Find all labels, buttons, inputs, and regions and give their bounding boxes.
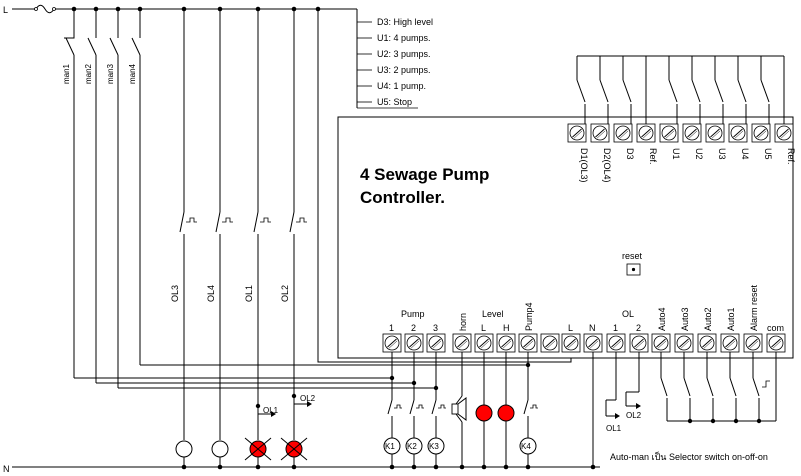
man1-label: man1 (62, 63, 71, 84)
terminal-label: com (767, 323, 784, 333)
reset-button[interactable] (626, 263, 641, 276)
terminal-label: D1(OL3) (579, 148, 589, 183)
terminal-label: U3 (717, 148, 727, 160)
legend-item: U1: 4 pumps. (377, 33, 431, 43)
line-label: L (3, 5, 8, 15)
legend-item: D3: High level (377, 17, 433, 27)
terminal-label: 3 (433, 323, 438, 333)
ol1-output-label: OL1 (606, 424, 622, 433)
terminal-label: Auto4 (657, 307, 667, 331)
terminal-label: Ref. (786, 148, 796, 165)
terminal-label: Auto1 (726, 307, 736, 331)
terminal-label: 1 (613, 323, 618, 333)
contactor-k4: K4 (519, 437, 537, 467)
level-group-label: Level (482, 309, 504, 319)
terminal-label: D3 (625, 148, 635, 160)
terminal-label: U1 (671, 148, 681, 160)
level-switch-inputs (576, 55, 785, 124)
terminal-label: U5 (763, 148, 773, 160)
terminal-label: Alarm reset (749, 284, 759, 331)
selector-note: Auto-man เป็น Selector switch on-off-on (610, 450, 768, 462)
auto-selector-switches (660, 352, 777, 424)
bottom-terminal-strip (382, 333, 786, 353)
manual-switches: man1 man2 man3 man4 (62, 9, 528, 389)
terminal-label: Pump4 (524, 302, 534, 331)
ol2-label: OL2 (280, 285, 290, 302)
terminal-label: D2(OL4) (602, 148, 612, 183)
man4-label: man4 (128, 63, 137, 84)
reset-label: reset (622, 251, 643, 261)
ol-group-label: OL (622, 309, 634, 319)
level-low-lamp (475, 404, 493, 422)
contactor-k1: K1 (383, 437, 401, 467)
terminal-label: H (503, 323, 510, 333)
contactor-k3: K3 (427, 437, 445, 467)
top-terminal-labels: D1(OL3) D2(OL4) D3 Ref. U1 U2 U3 U4 U5 R… (579, 148, 796, 183)
terminal-label: N (589, 323, 596, 333)
terminal-label: horn (458, 313, 468, 331)
lamp-ol3 (175, 440, 193, 467)
level-high-lamp (497, 404, 515, 422)
terminal-label: L (568, 323, 573, 333)
ol2-signal-label: OL2 (300, 394, 316, 403)
neutral-rail: N (3, 464, 600, 474)
overload-branches: OL3 OL4 OL1 OL2 OL1 OL2 (170, 9, 316, 467)
legend-item: U4: 1 pump. (377, 81, 426, 91)
pump-group-label: Pump (401, 309, 425, 319)
ol1-label: OL1 (244, 285, 254, 302)
legend-item: U5: Stop (377, 97, 412, 107)
legend-item: U3: 2 pumps. (377, 65, 431, 75)
bottom-terminal-labels: Pump Level OL 1 2 3 horn L H Pump4 L N 1… (389, 284, 784, 333)
man3-label: man3 (106, 63, 115, 84)
terminal-label: U2 (694, 148, 704, 160)
terminal-label: Auto3 (680, 307, 690, 331)
terminal-label: Ref. (648, 148, 658, 165)
controller: 4 Sewage Pump Controller. reset D1(OL3) … (337, 116, 796, 359)
ol3-label: OL3 (170, 285, 180, 302)
terminal-label: 2 (636, 323, 641, 333)
k4-label: K4 (521, 442, 531, 451)
terminal-label: U4 (740, 148, 750, 160)
k2-label: K2 (407, 442, 417, 451)
lamp-ol4 (211, 440, 229, 467)
terminal-label: 1 (389, 323, 394, 333)
lamp-ol1-alarm (244, 437, 272, 467)
terminal-label: Auto2 (703, 307, 713, 331)
k1-label: K1 (385, 442, 395, 451)
neutral-label: N (3, 464, 10, 474)
contactor-k2: K2 (405, 437, 423, 467)
lamp-ol2-alarm (280, 437, 308, 467)
man2-label: man2 (84, 63, 93, 84)
terminal-label: 2 (411, 323, 416, 333)
line-rail: L (3, 4, 357, 15)
ol4-label: OL4 (206, 285, 216, 302)
controller-title: 4 Sewage Pump (360, 165, 489, 184)
legend: D3: High level U1: 4 pumps. U2: 3 pumps.… (356, 9, 433, 109)
controller-title-line2: Controller. (360, 188, 445, 207)
ol2-output-label: OL2 (626, 411, 642, 420)
output-circuits: K1 K2 K3 K4 OL1 OL2 (383, 352, 642, 467)
k3-label: K3 (429, 442, 439, 451)
terminal-label: L (481, 323, 486, 333)
legend-item: U2: 3 pumps. (377, 49, 431, 59)
ol1-signal-label: OL1 (263, 406, 279, 415)
